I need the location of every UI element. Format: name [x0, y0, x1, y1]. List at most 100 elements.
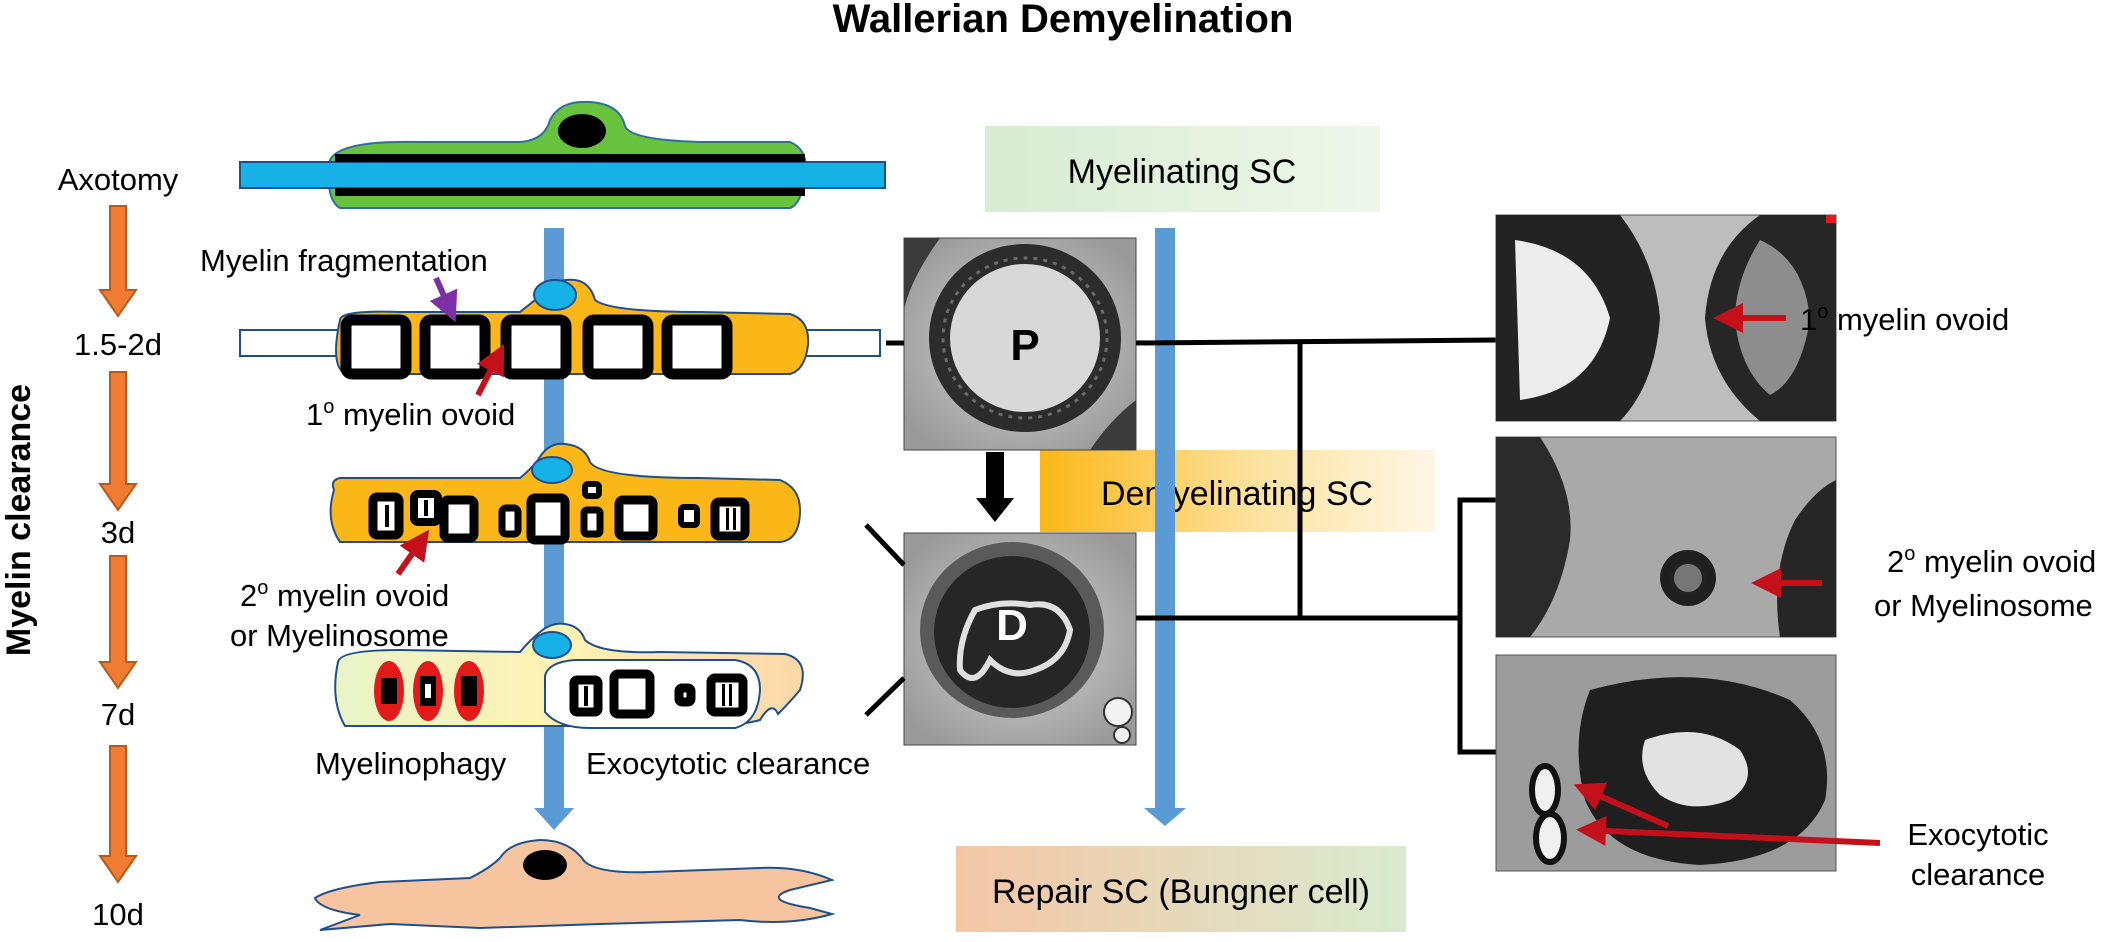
right-label-myelinosome: or Myelinosome — [1874, 588, 2093, 623]
exocytosed-vesicle — [1533, 811, 1567, 865]
micrograph-d: D — [903, 532, 1137, 746]
micrograph-p-label: P — [1010, 321, 1039, 370]
right-label-exocytotic-1: Exocytotic — [1907, 817, 2048, 852]
repair-schwann-cell — [313, 838, 836, 931]
exocytosed-inner-bars — [584, 684, 732, 706]
connector-lines — [864, 337, 1497, 755]
nucleus — [558, 114, 606, 148]
ovoid-lumen — [1515, 240, 1610, 400]
transition-arrow — [976, 452, 1014, 522]
nucleus — [523, 850, 567, 880]
ovoid — [609, 669, 655, 719]
inner-bar — [733, 508, 736, 530]
timeline-label-1-5-2d: 1.5-2d — [74, 327, 162, 362]
ovoid — [582, 314, 654, 380]
myelin-texture — [941, 256, 1109, 420]
connector-stage3 — [864, 523, 906, 567]
axon — [239, 161, 886, 189]
ovoid — [439, 495, 479, 543]
inner-bar — [584, 686, 588, 706]
timeline-arrow-2 — [98, 371, 138, 512]
neighbor-fiber — [904, 238, 940, 310]
ovoid — [498, 504, 522, 538]
ovoid — [381, 678, 397, 704]
nucleus — [531, 456, 573, 484]
red-pointer-arrow — [395, 529, 430, 576]
repair-sc-box — [956, 846, 1406, 932]
bungner-cell-body — [313, 838, 836, 931]
myelin-lower — [335, 188, 805, 196]
inner-bar — [722, 684, 725, 706]
label-secondary-ovoid-left: 2o myelin ovoid — [240, 577, 449, 613]
collapsed-myelin — [934, 556, 1090, 708]
inner-bar — [385, 505, 389, 527]
label-exocytotic-clearance-left: Exocytotic clearance — [586, 746, 870, 781]
side-label: Myelin clearance — [0, 384, 38, 656]
label-myelin-fragmentation: Myelin fragmentation — [200, 243, 488, 278]
red-arrow-exocytosis-upper — [1573, 782, 1670, 829]
demyelinating-sc-label: Demyelinating SC — [1101, 475, 1373, 513]
ovoid — [706, 673, 748, 717]
myelinosome-core — [1670, 560, 1706, 596]
exocytosed-vesicle — [1529, 763, 1561, 817]
ovoid — [710, 497, 750, 541]
clearing-fiber — [334, 622, 804, 729]
label-myelinophagy: Myelinophagy — [315, 746, 507, 781]
ovoid — [419, 314, 491, 380]
myelin-upper — [335, 154, 805, 162]
inner-bar — [726, 508, 729, 530]
exocytosed-ovoids — [569, 669, 748, 719]
ovoid — [582, 481, 602, 499]
right-label-secondary-ovoid: 2o myelin ovoid — [1887, 543, 2096, 579]
connector-p-to-right — [1135, 337, 1497, 346]
right-label-primary-ovoid: 1o myelin ovoid — [1800, 301, 2009, 337]
myelin-remnant-right — [1777, 480, 1836, 637]
fragmenting-fiber — [239, 278, 881, 380]
vesicle — [1113, 726, 1131, 744]
inner-bar — [729, 684, 732, 706]
micrograph-p: P — [903, 237, 1137, 451]
inner-bar — [424, 500, 428, 516]
myelin-debris — [956, 600, 1074, 681]
ovoid-hole — [425, 684, 431, 698]
red-pointer-arrow — [475, 343, 505, 397]
ovoid — [678, 504, 700, 528]
repair-sc-label: Repair SC (Bungner cell) — [992, 873, 1370, 911]
intact-nerve-fiber — [239, 100, 886, 209]
timeline-label-7d: 7d — [101, 697, 135, 732]
timeline-arrow-3 — [98, 555, 138, 690]
timeline-arrow-1 — [98, 205, 138, 318]
timeline-arrows — [98, 205, 138, 884]
secondary-ovoid-fiber — [329, 442, 802, 545]
neighbor-fiber — [1090, 400, 1136, 450]
bracket-right — [1457, 497, 1496, 755]
myelinophagy-autophagosomes — [374, 661, 484, 721]
timeline-label-10d: 10d — [92, 897, 144, 932]
center-flow-arrow — [1144, 228, 1186, 826]
myelinating-sc-label: Myelinating SC — [1068, 153, 1297, 191]
timeline-label-3d: 3d — [101, 515, 135, 550]
micrograph-myelinosome — [1495, 436, 1837, 638]
ovoid-inner-bars — [385, 500, 736, 530]
timeline: Axotomy 1.5-2d 3d 7d 10d — [58, 162, 179, 932]
figure-title: Wallerian Demyelination — [833, 0, 1294, 41]
ovoid — [614, 495, 658, 541]
myelin-remnant-left — [1496, 437, 1571, 637]
connector-stage4 — [864, 676, 906, 717]
ovoid — [526, 493, 570, 545]
primary-myelin-ovoids — [340, 314, 733, 380]
axoplasm — [950, 264, 1100, 412]
secondary-myelin-ovoids — [368, 481, 750, 545]
nucleus — [532, 631, 572, 659]
purple-pointer-arrow — [429, 276, 458, 323]
nucleus — [533, 279, 577, 311]
red-arrow-exocytosis-lower — [1576, 815, 1881, 846]
ovoid — [500, 314, 572, 380]
right-label-exocytotic-2: clearance — [1911, 857, 2045, 892]
ovoid — [340, 314, 412, 380]
ovoid — [674, 683, 696, 707]
ovoid — [661, 314, 733, 380]
debris-lumen — [1642, 732, 1748, 807]
